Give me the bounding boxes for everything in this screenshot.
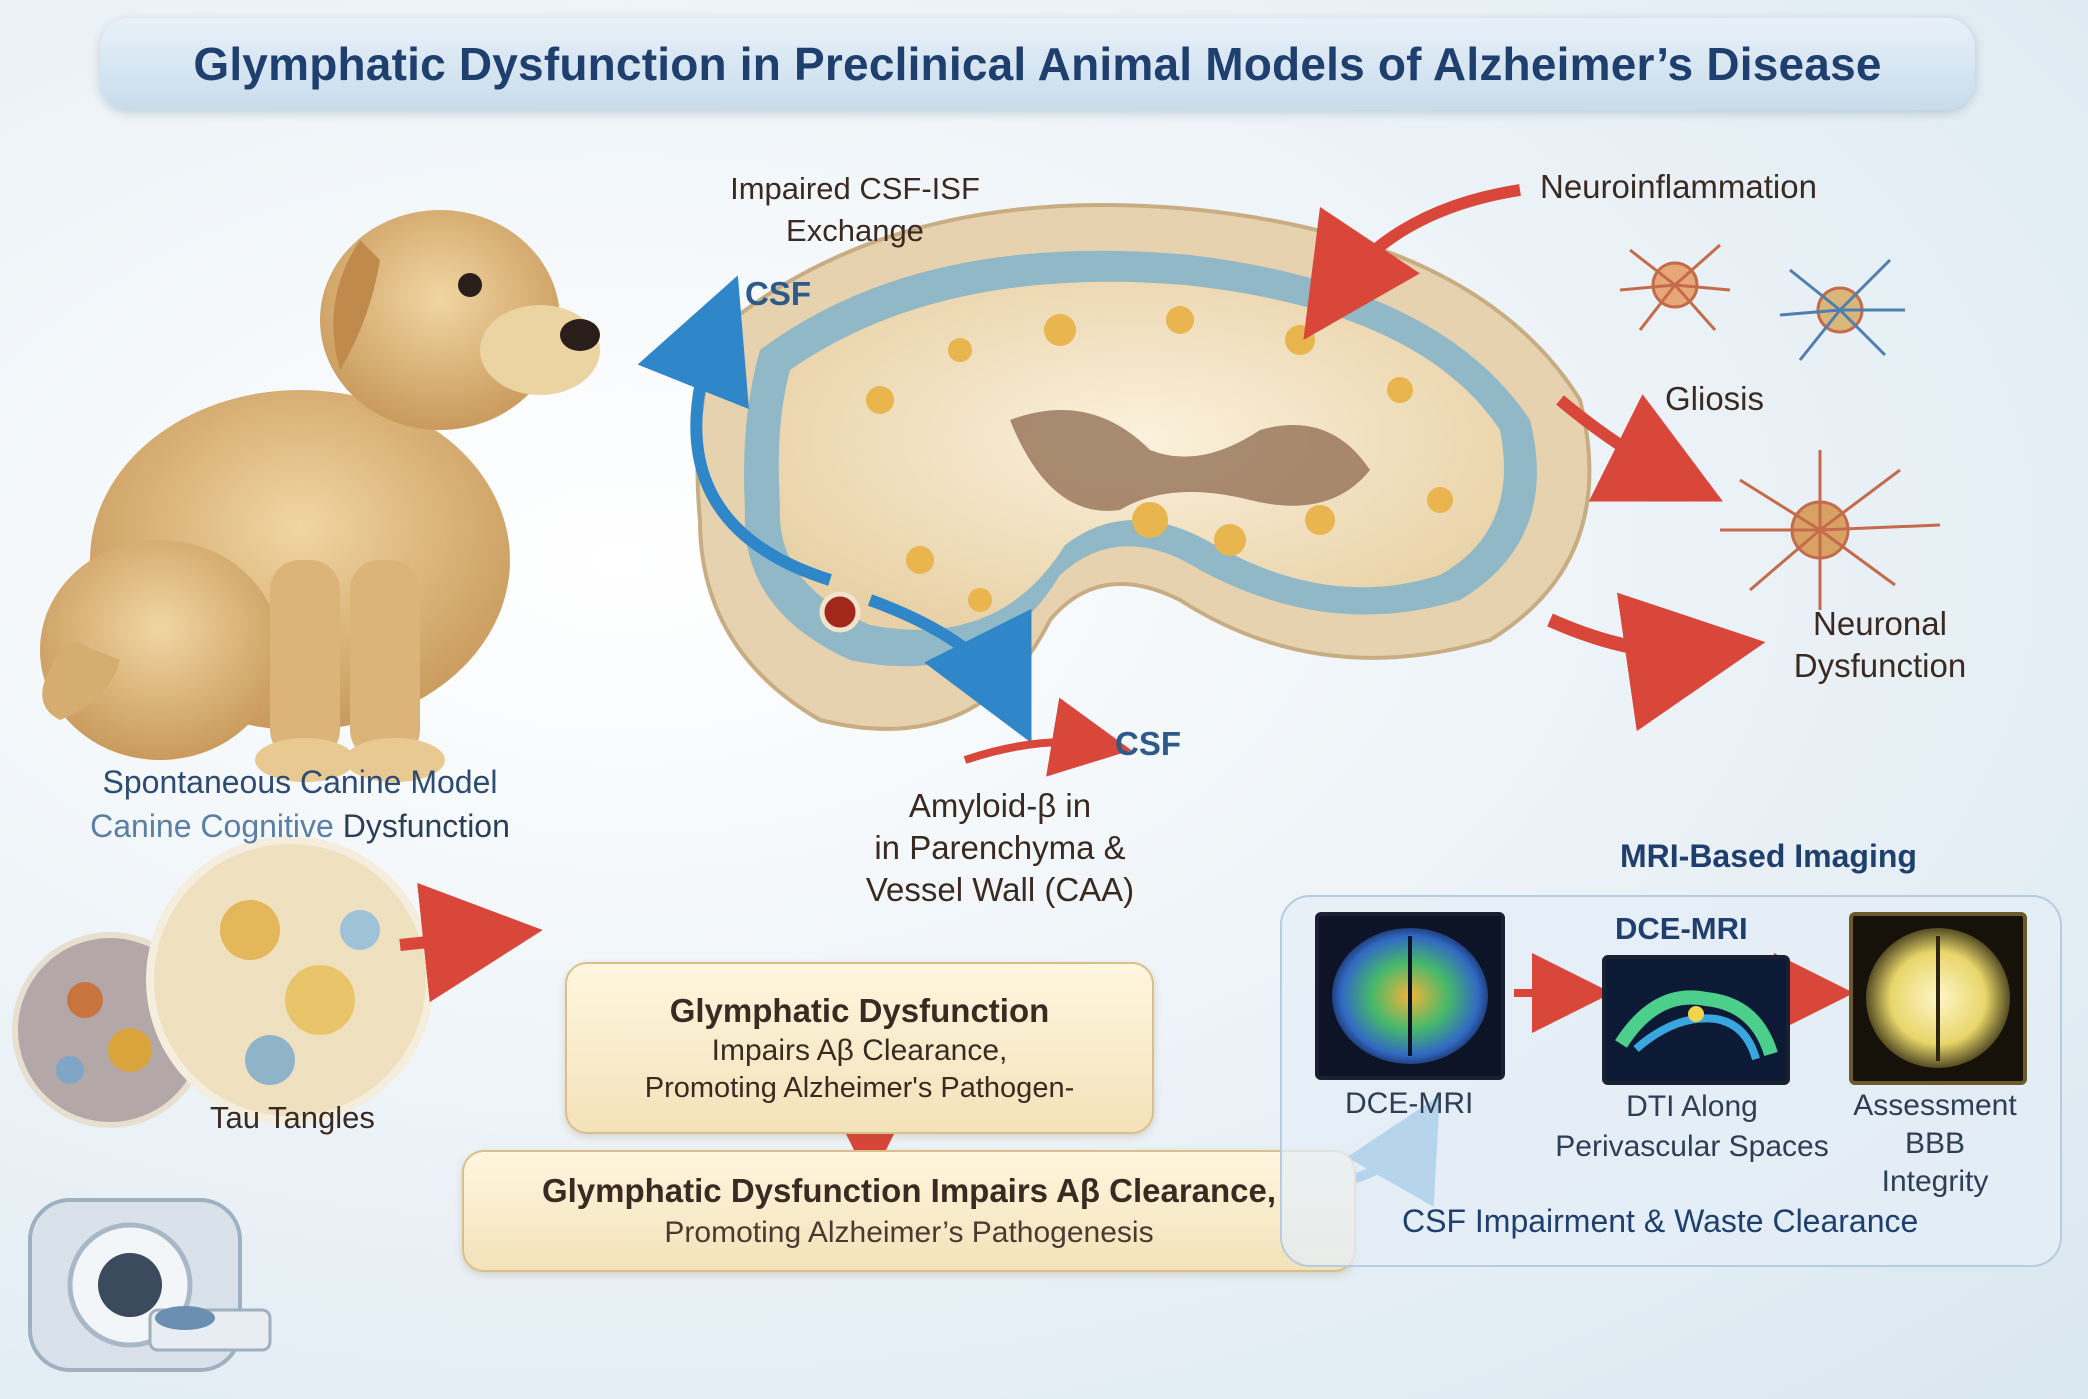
dog-illustration xyxy=(40,210,600,782)
amyloid-label-line2: in Parenchyma & xyxy=(874,829,1126,866)
mri-right-caption-line2: BBB xyxy=(1904,1127,1966,1160)
neuronal-dysfunction-arrow xyxy=(1547,592,1766,732)
dce-mri-scan-image xyxy=(1315,912,1505,1080)
neuronal-dysfunction-label: Neuronal Dysfunction xyxy=(1750,603,2010,687)
mri-footer: CSF Impairment & Waste Clearance xyxy=(1402,1203,1919,1239)
amyloid-label-line1: Amyloid-β in xyxy=(908,787,1092,824)
bbb-brain-graphic xyxy=(1866,928,2010,1068)
page-title: Glymphatic Dysfunction in Preclinical An… xyxy=(193,38,1882,90)
dce-mri-brain-graphic xyxy=(1332,928,1488,1064)
canine-model-subtitle-b: Dysfunction xyxy=(342,808,510,844)
amyloid-label-line3: Vessel Wall (CAA) xyxy=(865,871,1135,908)
summary-top-line2: Impairs Aβ Clearance, xyxy=(711,1033,1008,1067)
summary-bottom-line2: Promoting Alzheimer’s Pathogenesis xyxy=(664,1216,1154,1249)
mri-right-caption: Assessment BBB Integrity xyxy=(1840,1087,2030,1201)
tau-tangles-label: Tau Tangles xyxy=(210,1100,375,1135)
mri-panel: DCE-MRI DCE-MRI DTI Alon xyxy=(1280,895,2062,1267)
canine-model-label: Spontaneous Canine Model Canine Cognitiv… xyxy=(40,760,560,848)
mri-right-caption-line3: Integrity xyxy=(1881,1165,1989,1198)
mri-flow-arrows xyxy=(1514,953,1854,1033)
csf-bottom-arrow xyxy=(963,697,1132,777)
gliosis-label: Gliosis xyxy=(1665,380,1765,417)
canine-model-subtitle: Canine Cognitive Dysfunction xyxy=(40,804,560,848)
csf-outflow-arrow xyxy=(867,594,1032,743)
gliosis-arrow xyxy=(1556,394,1723,502)
mri-section-title: MRI-Based Imaging xyxy=(1620,838,1917,874)
csf-top-label: CSF xyxy=(745,275,811,312)
summary-box-bottom: Glymphatic Dysfunction Impairs Aβ Cleara… xyxy=(462,1150,1356,1272)
mri-left-caption: DCE-MRI xyxy=(1345,1087,1474,1120)
neuroinflammation-arrow xyxy=(1303,184,1521,340)
exchange-label: Impaired CSF-ISF Exchange xyxy=(690,168,1020,252)
tau-to-summary-arrow xyxy=(399,882,543,1003)
summary-bottom-line1: Glymphatic Dysfunction Impairs Aβ Cleara… xyxy=(541,1172,1277,1209)
mri-middle-caption-line1: DTI Along xyxy=(1626,1090,1758,1123)
neuroinflammation-label: Neuroinflammation xyxy=(1540,168,1817,205)
dti-scan-image xyxy=(1602,955,1790,1085)
canine-model-title: Spontaneous Canine Model xyxy=(102,764,498,800)
mri-middle-caption-line2: Perivascular Spaces xyxy=(1555,1130,1829,1163)
neuronal-label-line2: Dysfunction xyxy=(1793,647,1967,684)
csf-bottom-label: CSF xyxy=(1115,725,1181,762)
exchange-label-line1: Impaired CSF-ISF xyxy=(730,171,980,206)
tau-micrograph-circles xyxy=(12,836,434,1128)
mri-middle-header: DCE-MRI xyxy=(1615,911,1748,946)
amyloid-label: Amyloid-β in in Parenchyma & Vessel Wall… xyxy=(820,785,1180,911)
brain-cross-section xyxy=(695,203,1592,731)
summary-top-line1: Glymphatic Dysfunction xyxy=(669,991,1050,1029)
canine-model-subtitle-a: Canine Cognitive xyxy=(90,808,343,844)
mri-right-caption-line1: Assessment xyxy=(1853,1089,2017,1122)
summary-box-top: Glymphatic Dysfunction Impairs Aβ Cleara… xyxy=(565,962,1154,1134)
bbb-assessment-scan-image xyxy=(1849,912,2027,1085)
mri-middle-caption: DTI Along Perivascular Spaces xyxy=(1552,1087,1832,1167)
title-banner: Glymphatic Dysfunction in Preclinical An… xyxy=(100,18,1975,110)
summary-top-line3: Promoting Alzheimer's Pathogen- xyxy=(644,1071,1075,1104)
csf-inflow-arrow xyxy=(637,275,832,586)
glial-cells-illustration xyxy=(1619,243,1941,610)
exchange-label-line2: Exchange xyxy=(786,213,924,248)
dti-brain-graphic xyxy=(1615,990,1778,1061)
mri-machine-illustration xyxy=(28,1198,272,1372)
neuronal-label-line1: Neuronal xyxy=(1813,605,1947,642)
